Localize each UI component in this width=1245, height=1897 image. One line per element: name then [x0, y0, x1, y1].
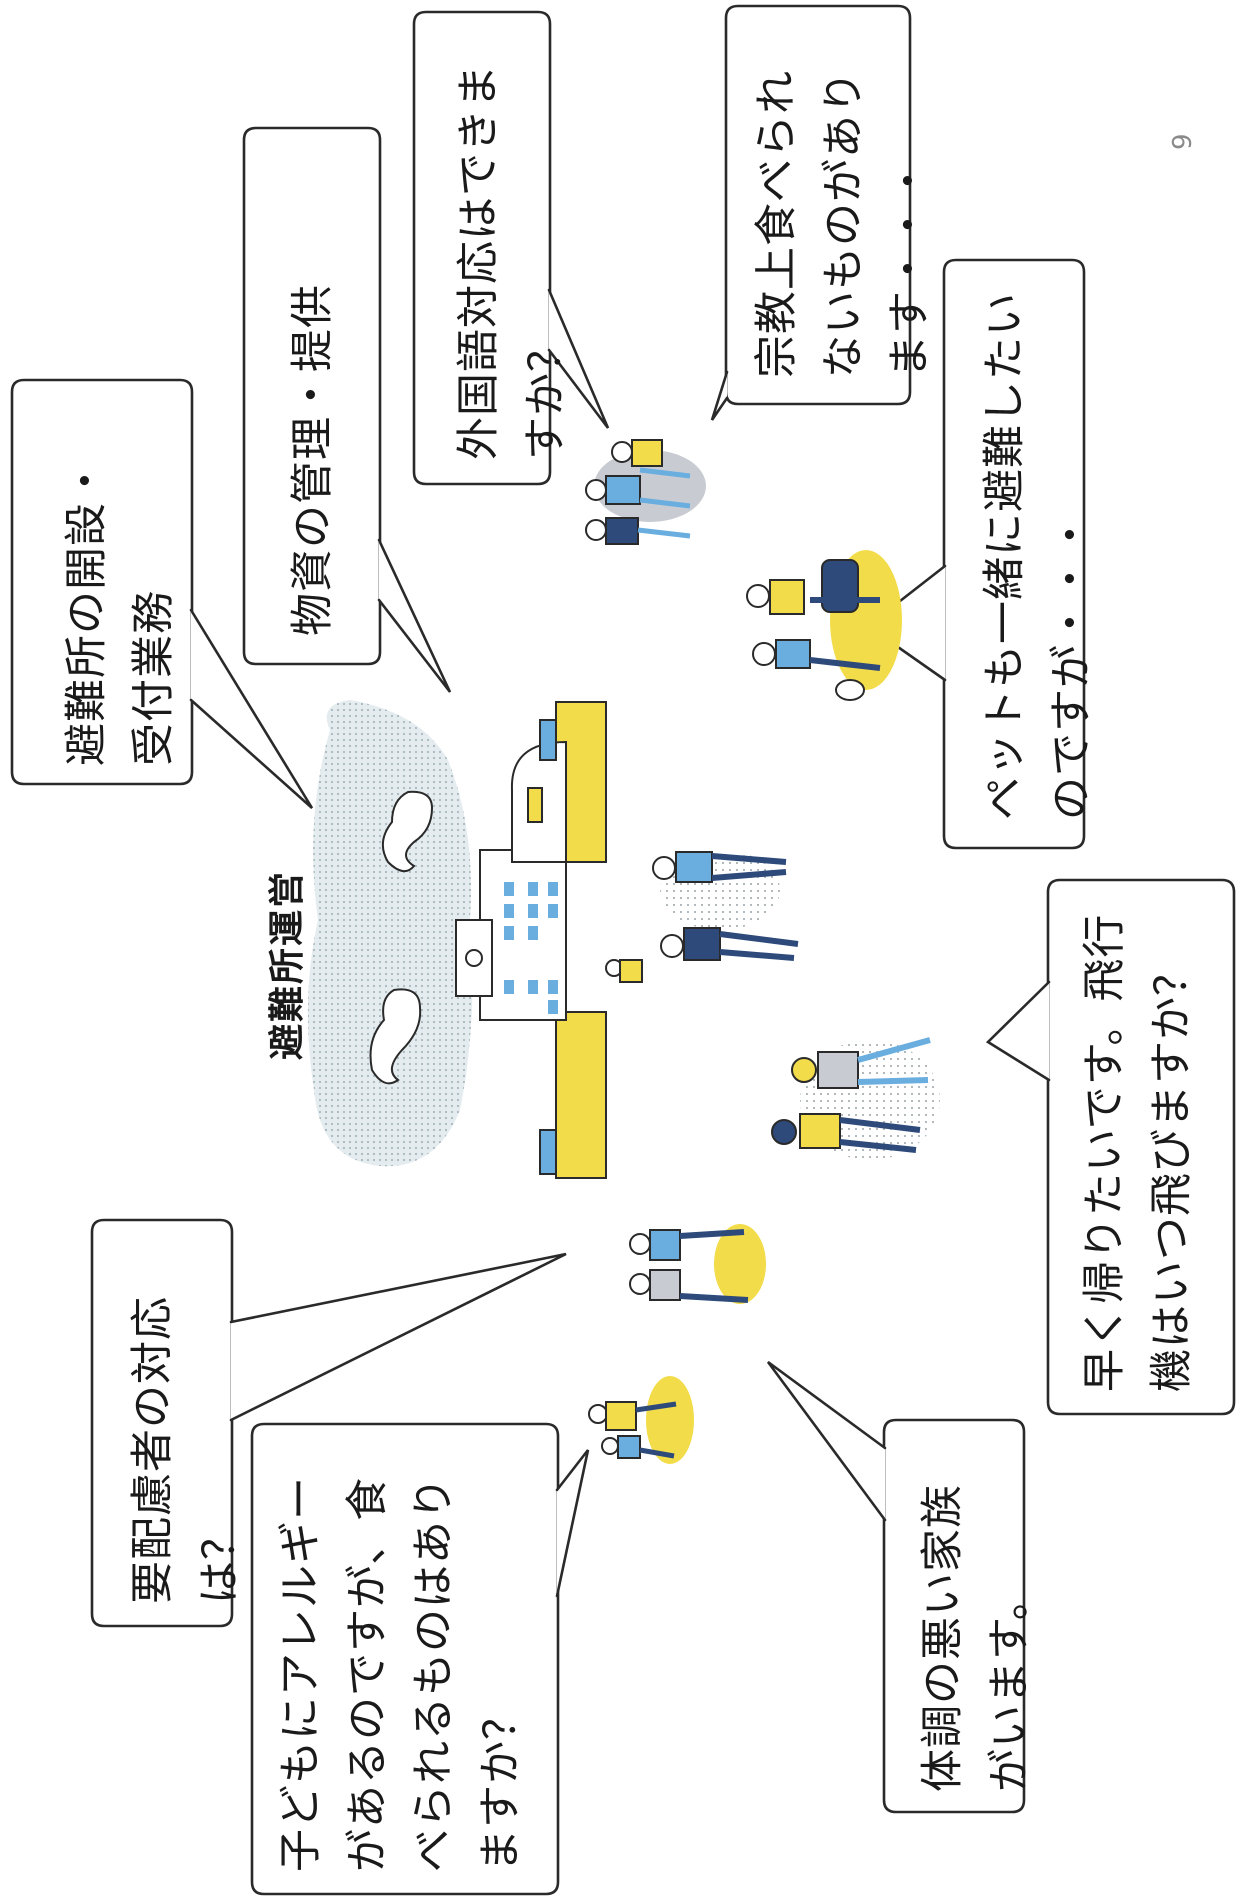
speech-bubble-opening [10, 378, 194, 786]
speech-bubble-vulnerable [90, 1218, 234, 1628]
bubble-text-vulnerable: 要配慮者の対応 は？ [128, 1296, 245, 1604]
page-number: 9 [1168, 133, 1198, 150]
speech-bubble-sick-family [882, 1418, 1026, 1814]
blob-island-1 [381, 790, 434, 873]
map-blob [307, 700, 473, 1167]
blob-island-2 [369, 988, 422, 1085]
people-foreign-tourists [585, 439, 706, 545]
speech-bubble-pets [942, 258, 1086, 850]
people-vulnerable [629, 1224, 766, 1304]
bubble-text-religion: 宗教上食べられ ないものがあり ます・・・ [752, 70, 936, 378]
bubble-text-allergy: 子どもにアレルギー があるのですが、食 べられるものはあり ますか？ [276, 1476, 526, 1872]
bubble-text-foreign-language: 外国語対応はできま すか？ [454, 64, 571, 460]
speech-bubble-flight [1046, 878, 1236, 1416]
speech-bubble-religion [724, 4, 912, 406]
people-staff [605, 850, 799, 983]
speech-bubble-supplies [242, 126, 382, 666]
bubble-text-opening: 避難所の開設・ 受付業務 [62, 458, 179, 766]
bubble-text-sick-family: 体調の悪い家族 がいます。 [918, 1484, 1035, 1792]
speech-bubble-allergy [250, 1422, 560, 1896]
bubble-text-pets: ペットも一緒に避難したい のですが・・・ [980, 292, 1097, 820]
speech-bubble-foreign-language [412, 10, 552, 486]
bubble-text-flight: 早く帰りたいです。飛行 機はいつ飛びますか？ [1080, 913, 1197, 1392]
people-with-pet [746, 550, 902, 701]
people-travelers [771, 1037, 940, 1160]
bubble-text-supplies: 物資の管理・提供 [288, 284, 338, 636]
shelter-building [455, 701, 607, 1179]
scene-title: 避難所運営 [267, 869, 308, 1060]
people-family-child [588, 1376, 694, 1464]
